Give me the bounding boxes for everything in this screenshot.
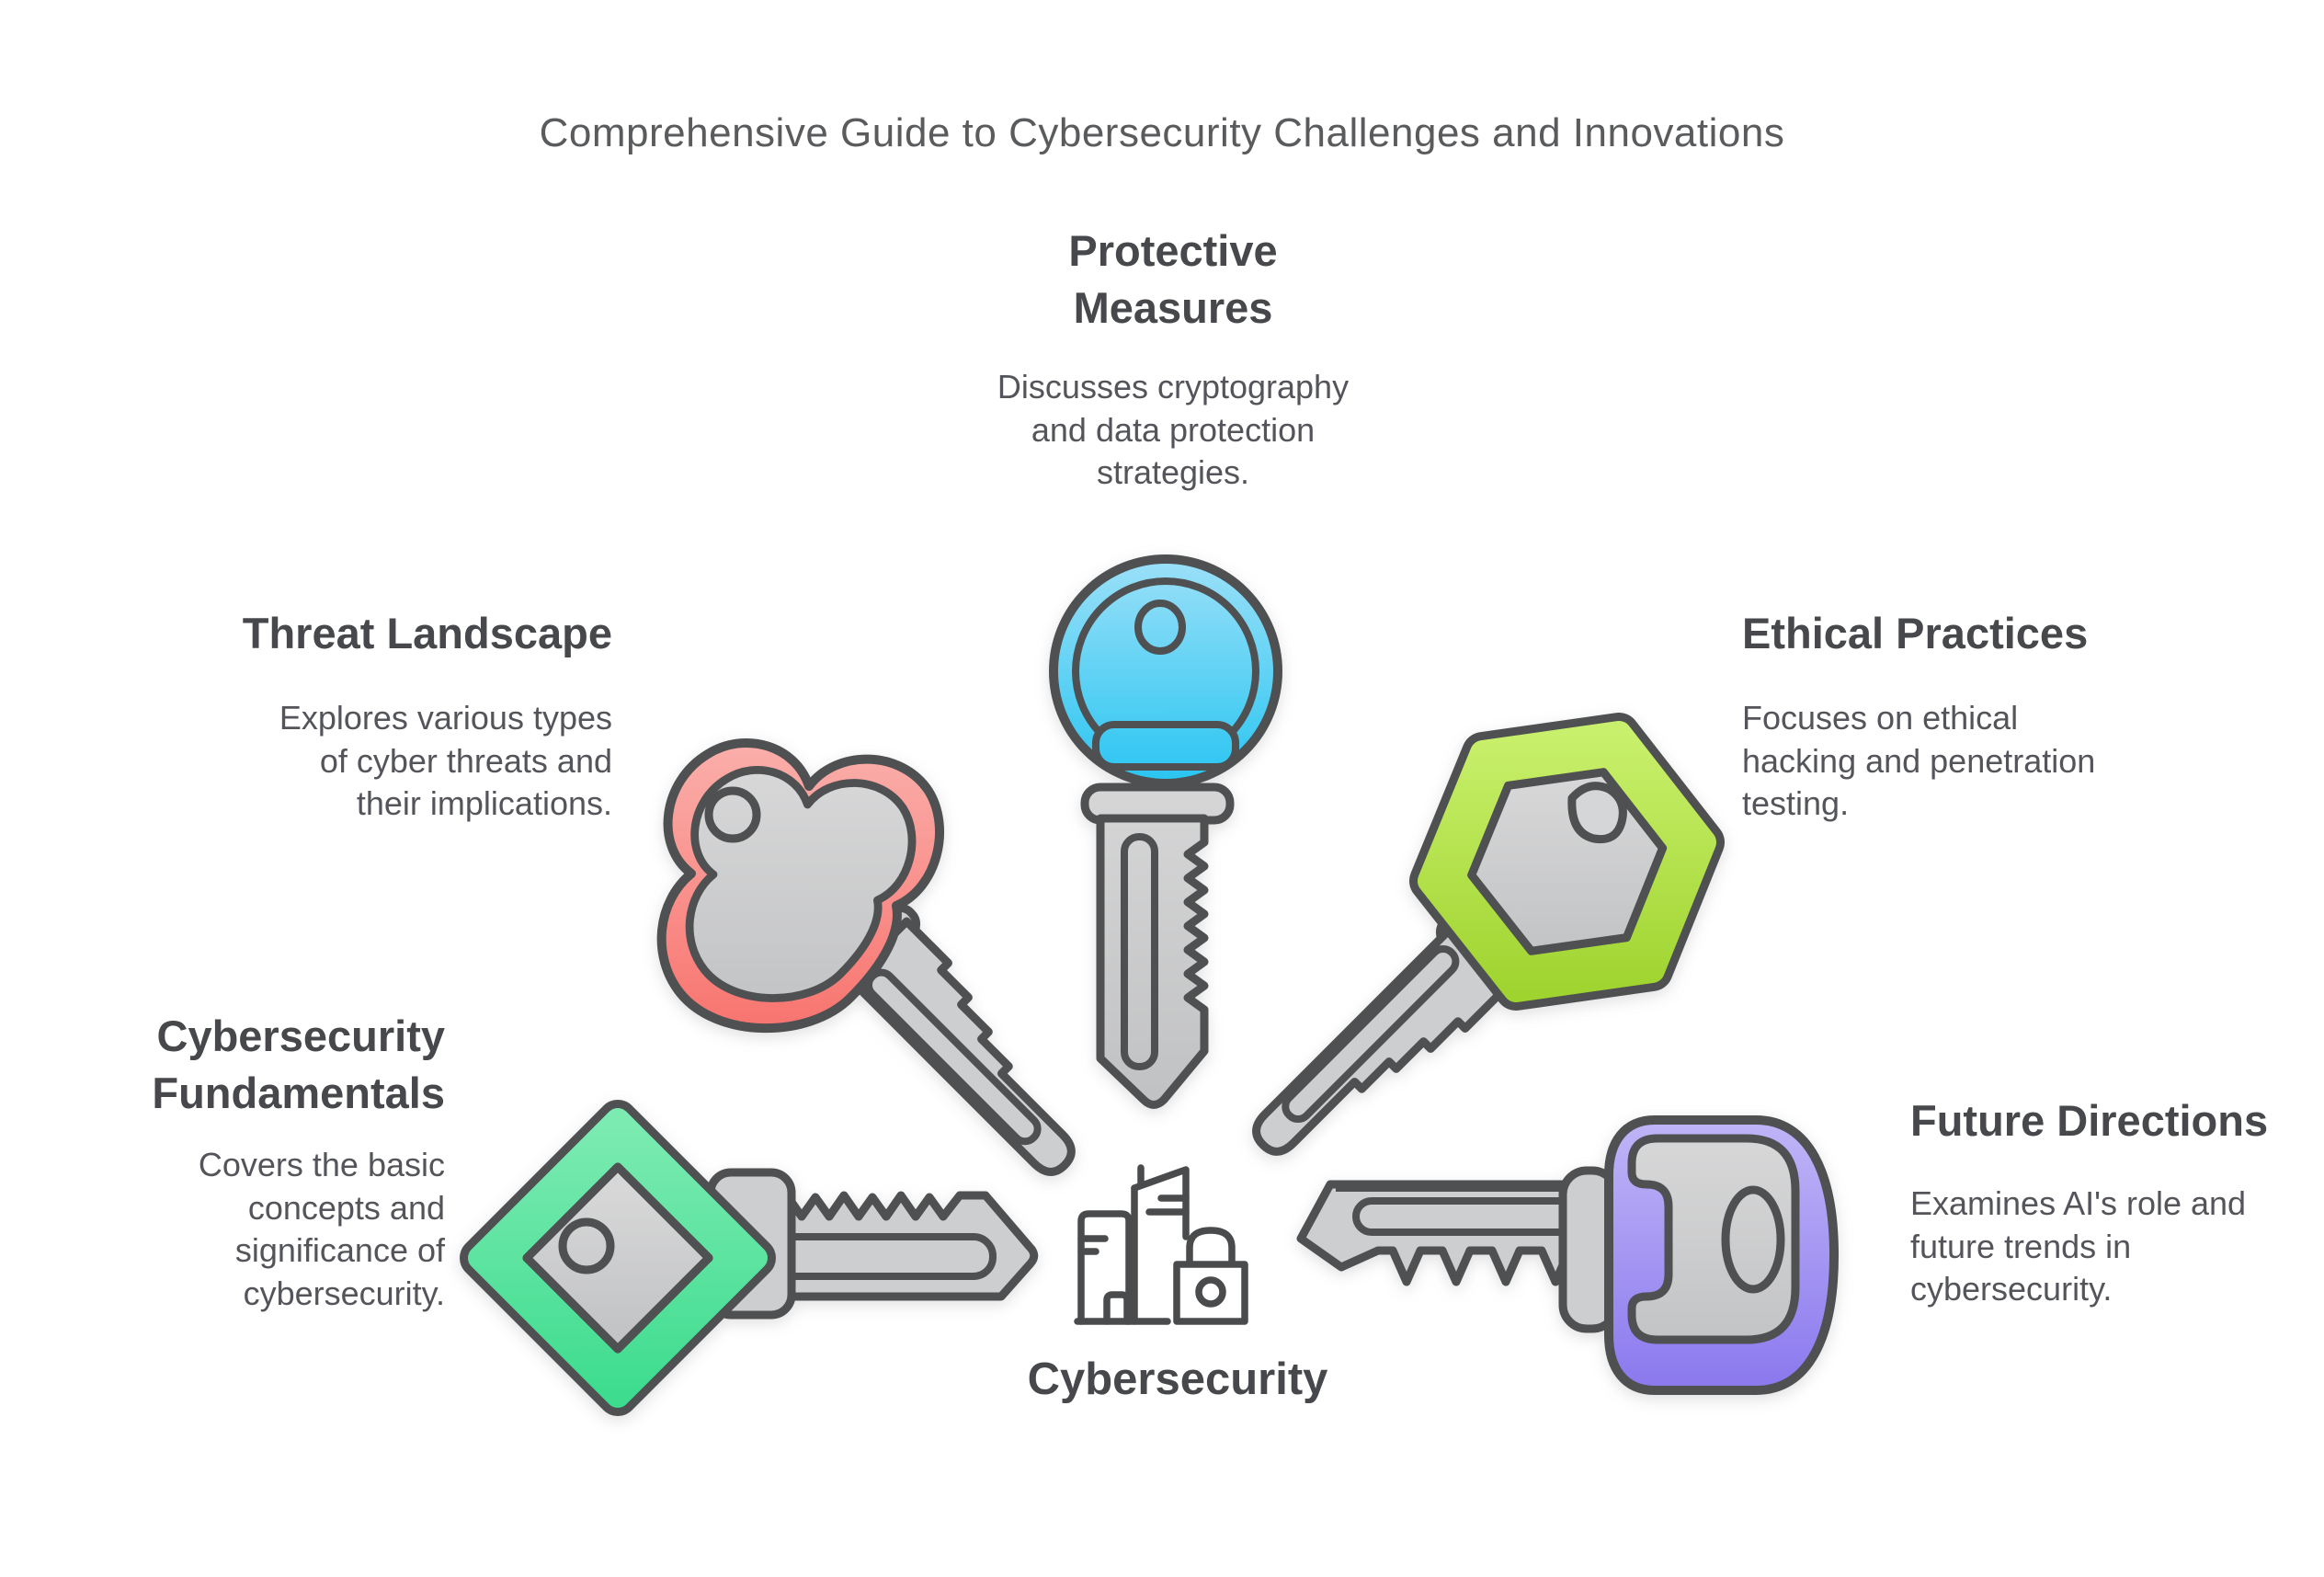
section-body-cybersecurity-fundamentals: Covers the basic concepts and significan… <box>198 1146 445 1312</box>
section-body-protective-measures: Discusses cryptography and data protecti… <box>997 368 1350 491</box>
section-heading-threat-landscape: Threat Landscape <box>242 609 612 657</box>
section-body-threat-landscape: Explores various types of cyber threats … <box>279 699 612 822</box>
city-lock-icon <box>1074 1160 1276 1335</box>
page-title: Comprehensive Guide to Cybersecurity Cha… <box>539 110 1785 155</box>
section-heading-protective-measures: Protective Measures <box>1068 226 1278 332</box>
section-heading-ethical-practices: Ethical Practices <box>1742 609 2089 657</box>
diamond-head-key-icon <box>460 1099 1066 1430</box>
center-label: Cybersecurity <box>1027 1354 1328 1404</box>
section-heading-future-directions: Future Directions <box>1910 1096 2269 1145</box>
section-heading-cybersecurity-fundamentals: Cybersecurity Fundamentals <box>152 1011 445 1117</box>
section-body-future-directions: Examines AI's role and future trends in … <box>1910 1184 2247 1308</box>
heart-head-key-icon <box>625 708 1140 1223</box>
barrel-head-key-icon <box>1282 1085 1871 1416</box>
round-head-key-icon <box>1043 550 1292 1157</box>
section-body-ethical-practices: Focuses on ethical hacking and penetrati… <box>1742 699 2096 822</box>
hexagon-head-key-icon <box>1223 699 1737 1214</box>
